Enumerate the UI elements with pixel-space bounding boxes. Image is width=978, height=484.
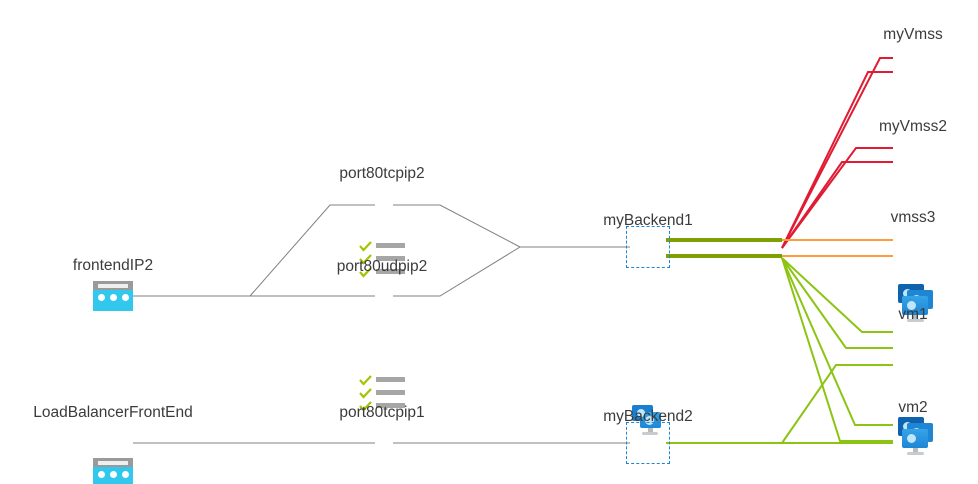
- vmss-base: [907, 319, 924, 322]
- edge-split-to-port80tcpip2: [249, 204, 375, 297]
- vm-glyph-icon: [637, 409, 645, 417]
- selection-outline-myBackend1[interactable]: [626, 226, 670, 268]
- node-label-myBackend1: myBackend1: [603, 212, 693, 229]
- rule-row: [359, 401, 405, 412]
- rule-bar: [376, 377, 405, 382]
- rule-row: [359, 388, 405, 399]
- selection-outline-myBackend2[interactable]: [626, 422, 670, 464]
- node-label-port80tcpip2: port80tcpip2: [339, 165, 425, 182]
- load-balancing-rule-icon[interactable]: [359, 241, 405, 279]
- node-label-vm1: vm1: [898, 306, 928, 323]
- vmss-stand: [913, 315, 918, 319]
- vmss-base: [907, 452, 924, 455]
- edge-port80udpip2-to-merge: [393, 246, 521, 297]
- check-icon: [359, 388, 372, 399]
- frontend-ip-dots: [93, 294, 133, 301]
- check-icon: [359, 254, 372, 265]
- edge-hub-to-vm2-a: [781, 257, 893, 426]
- node-label-port80tcpip1: port80tcpip1: [339, 404, 425, 421]
- rule-bar: [376, 390, 405, 395]
- rule-bar: [376, 269, 405, 274]
- vmss-icon[interactable]: [890, 417, 936, 457]
- vmss-stand: [913, 448, 918, 452]
- backend-base: [642, 432, 658, 435]
- edge-myBackend2-branch-vm1: [781, 364, 893, 444]
- vm-glyph-icon: [645, 416, 654, 425]
- check-icon: [359, 241, 372, 252]
- node-label-port80udpip2: port80udpip2: [336, 258, 428, 275]
- backend-stand: [648, 428, 653, 432]
- rule-row: [359, 375, 405, 386]
- edge-hub-to-myVmss-b: [781, 71, 893, 249]
- edge-port80tcpip2-to-merge: [393, 204, 521, 248]
- vmss-icon[interactable]: [890, 284, 936, 324]
- load-balancing-rule-icon[interactable]: [359, 375, 405, 413]
- check-icon: [359, 401, 372, 412]
- node-label-frontendIP2: frontendIP2: [72, 257, 154, 274]
- node-label-myVmss: myVmss: [883, 26, 943, 43]
- node-label-myBackend2: myBackend2: [603, 408, 693, 425]
- edge-hub-to-vm2-b: [781, 257, 893, 442]
- frontend-ip-icon[interactable]: [93, 281, 133, 311]
- backend-pool-icon[interactable]: [630, 404, 666, 438]
- check-icon: [359, 375, 372, 386]
- frontend-ip-dots: [93, 471, 133, 478]
- node-label-myVmss2: myVmss2: [878, 118, 948, 135]
- frontend-ip-header: [93, 458, 133, 467]
- node-label-vmss3: vmss3: [890, 209, 936, 226]
- rule-row: [359, 241, 405, 252]
- rule-bar: [376, 403, 405, 408]
- edge-hub-to-myVmss2-a: [781, 147, 893, 249]
- edge-hub-to-vm1-b: [781, 257, 893, 349]
- rule-bar: [376, 256, 405, 261]
- rule-bar: [376, 243, 405, 248]
- frontend-ip-icon[interactable]: [93, 458, 133, 484]
- frontend-ip-header: [93, 281, 133, 290]
- edge-hub-to-myVmss-a: [781, 57, 893, 249]
- edge-hub-to-myVmss2-b: [781, 161, 893, 249]
- node-label-vm2: vm2: [898, 399, 928, 416]
- rule-row: [359, 267, 405, 278]
- check-icon: [359, 267, 372, 278]
- edge-hub-to-vm1-a: [781, 257, 893, 333]
- rule-row: [359, 254, 405, 265]
- vm-glyph-icon: [907, 301, 916, 310]
- node-label-LoadBalancerFrontEnd: LoadBalancerFrontEnd: [33, 404, 193, 421]
- vm-glyph-icon: [907, 434, 916, 443]
